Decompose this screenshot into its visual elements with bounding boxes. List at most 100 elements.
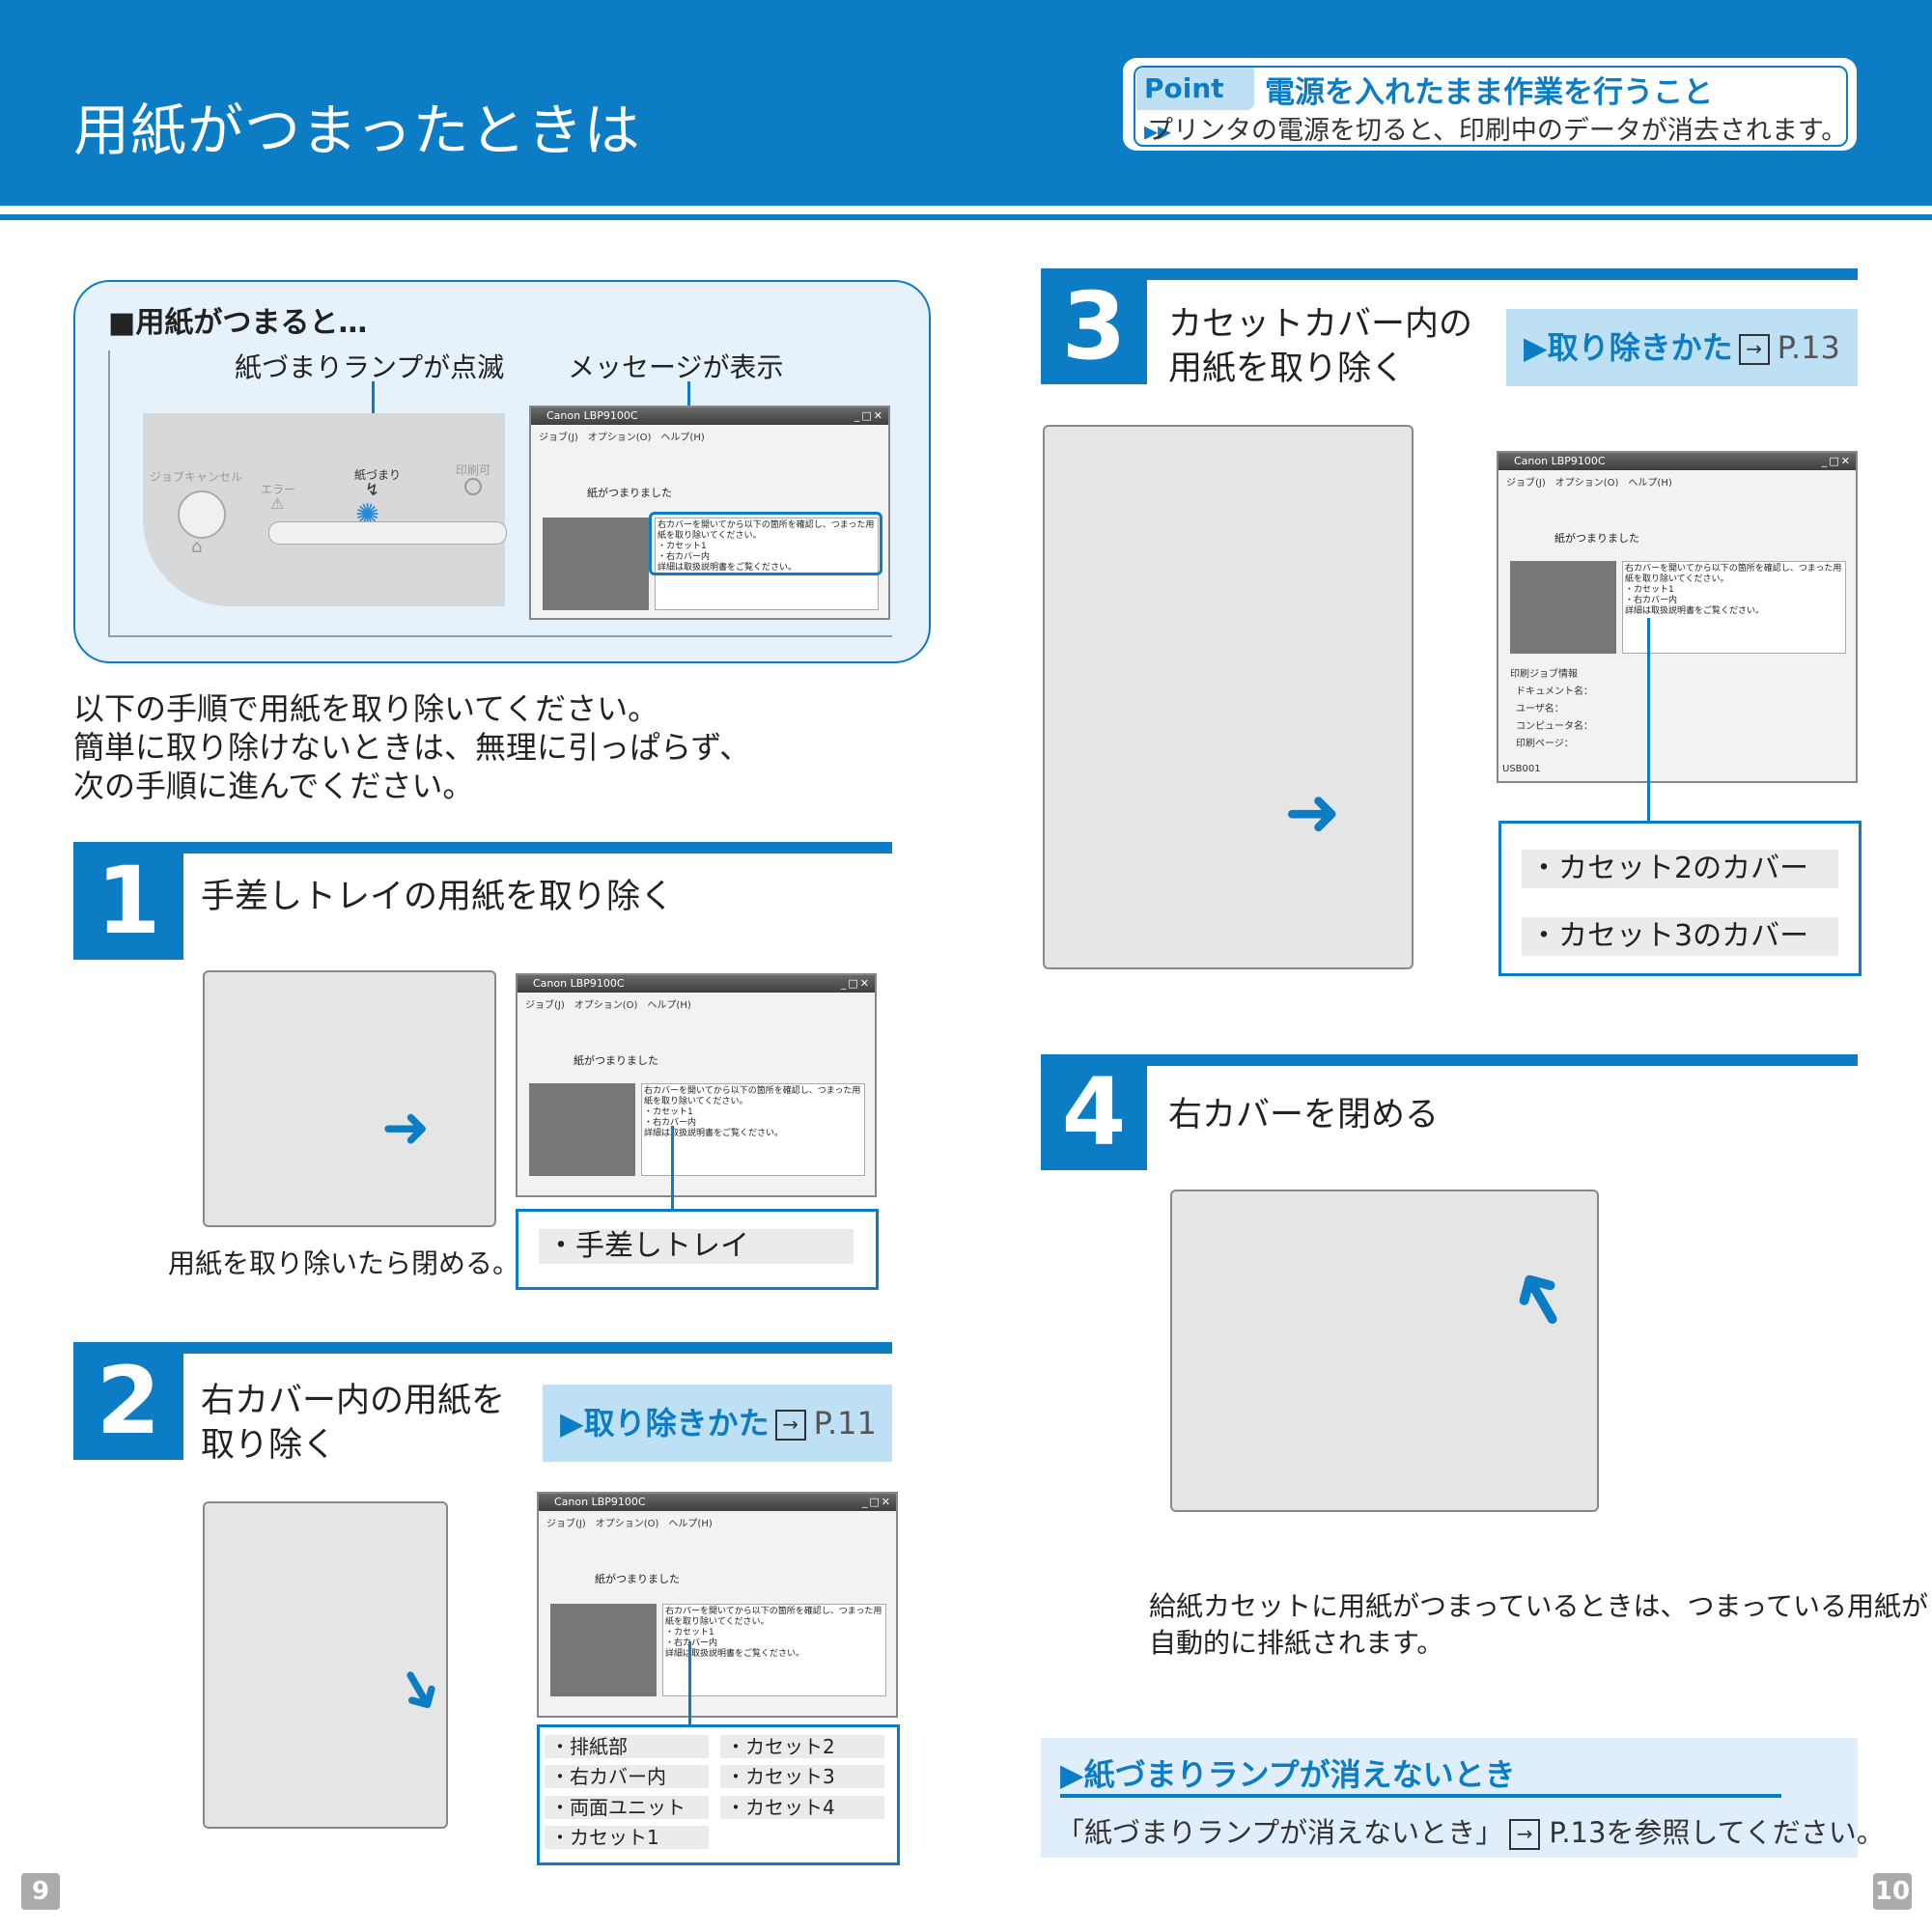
warning-icon: ⚠ [270, 494, 285, 513]
step2-ref-label: ▶取り除きかた [560, 1405, 770, 1442]
manual-feed-tray-illustration [203, 970, 496, 1227]
label-error: エラー [261, 483, 296, 496]
job-cancel-button [178, 490, 226, 539]
label-job-cancel: ジョブキャンセル [150, 470, 243, 484]
step2-ref-page: P.11 [813, 1405, 877, 1442]
dialog-message: 紙がつまりました [574, 1054, 658, 1067]
right-cover-illustration [203, 1501, 448, 1829]
step4-title: 右カバーを閉める [1168, 1096, 1440, 1134]
step3-bar [1041, 268, 1858, 280]
panel-heading: ■用紙がつまると… [108, 306, 368, 340]
step2-title-line2: 取り除く [201, 1426, 337, 1465]
job-info-label: 印刷ジョブ情報 [1510, 669, 1578, 680]
status-dialog-step2: Canon LBP9100C _□✕ ジョブ(J) オプション(O) ヘルプ(H… [537, 1492, 898, 1718]
step3-ref-page: P.13 [1777, 329, 1840, 366]
step1-bar [73, 842, 892, 854]
step2-tag-3: ・右カバー内 [545, 1765, 709, 1788]
step3-pointer [1647, 618, 1650, 823]
step3-tag-1: ・カセット2のカバー [1522, 850, 1838, 888]
label-ready: 印刷可 [456, 463, 491, 477]
step3-number: 3 [1041, 268, 1147, 384]
port-status: USB001 [1502, 764, 1541, 774]
step4-caption-line2: 自動的に排紙されます。 [1149, 1627, 1444, 1659]
dialog-menu: ジョブ(J) オプション(O) ヘルプ(H) [539, 433, 705, 443]
step2-tag-4: ・カセット3 [720, 1765, 884, 1788]
header-rule [0, 214, 1932, 220]
dialog-title: Canon LBP9100C [539, 1494, 896, 1511]
step1-title: 手差しトレイの用紙を取り除く [201, 878, 675, 916]
step2-tag-6: ・カセット4 [720, 1796, 884, 1819]
step1-number: 1 [73, 842, 183, 960]
close-cover-arrow-icon: ➜ [1284, 772, 1341, 852]
step3-reference[interactable]: ▶取り除きかた→P.13 [1506, 309, 1858, 386]
lamp-note-text-before: 「紙づまりランプが消えないとき」 [1056, 1816, 1504, 1849]
dialog-title: Canon LBP9100C [518, 975, 875, 993]
dialog-message: 紙がつまりました [587, 487, 672, 499]
job-field-computer: コンピュータ名： [1516, 721, 1593, 732]
printer-thumbnail [550, 1604, 657, 1696]
job-field-user: ユーザ名： [1516, 704, 1564, 714]
window-buttons[interactable]: _□✕ [840, 977, 871, 990]
page-number-right: 10 [1873, 1873, 1912, 1910]
step4-number: 4 [1041, 1054, 1147, 1170]
lamp-note-rule [1060, 1794, 1781, 1798]
dialog-detail: 右カバーを開いてから以下の箇所を確認し、つまった用紙を取り除いてください。 ・カ… [641, 1083, 865, 1176]
step2-tag-1: ・排紙部 [545, 1735, 709, 1758]
step2-tag-2: ・カセット2 [720, 1735, 884, 1758]
step2-reference[interactable]: ▶取り除きかた→P.11 [543, 1385, 892, 1462]
step4-bar [1041, 1054, 1858, 1066]
callout-message: メッセージが表示 [568, 351, 784, 383]
jam-icon: ↯ [365, 480, 380, 500]
step1-caption: 用紙を取り除いたら閉める。 [168, 1247, 520, 1279]
remove-arrow-icon: ➜ [381, 1094, 431, 1162]
page-link-icon: → [774, 1410, 806, 1441]
step2-bar [73, 1342, 892, 1354]
step1-tag: ・手差しトレイ [539, 1229, 854, 1264]
window-buttons[interactable]: _□✕ [1821, 455, 1852, 467]
lamp-note-text[interactable]: 「紙づまりランプが消えないとき」→ P.13を参照してください。 [1056, 1810, 1885, 1851]
intro-line3: 次の手順に進んでください。 [73, 768, 474, 804]
status-dialog-step3: Canon LBP9100C _□✕ ジョブ(J) オプション(O) ヘルプ(H… [1497, 451, 1858, 783]
window-buttons[interactable]: _□✕ [854, 409, 884, 422]
dialog-menu: ジョブ(J) オプション(O) ヘルプ(H) [546, 1519, 713, 1529]
dialog-menu: ジョブ(J) オプション(O) ヘルプ(H) [525, 1000, 691, 1011]
dialog-detail: 右カバーを開いてから以下の箇所を確認し、つまった用紙を取り除いてください。 ・カ… [662, 1604, 886, 1696]
intro-line1: 以下の手順で用紙を取り除いてください。 [73, 690, 659, 727]
job-field-pages: 印刷ページ： [1516, 739, 1574, 749]
step2-title-line1: 右カバー内の用紙を [201, 1382, 506, 1420]
step2-pointer [688, 1641, 691, 1724]
lamp-note-box [1041, 1738, 1858, 1858]
step3-title-line1: カセットカバー内の [1168, 305, 1473, 344]
lamp-note-heading: ▶紙づまりランプが消えないとき [1060, 1756, 1516, 1793]
page-number-left: 9 [21, 1873, 60, 1910]
ready-lamp-icon [464, 478, 482, 495]
point-heading: 電源を入れたまま作業を行うこと [1265, 75, 1714, 110]
step3-title-line2: 用紙を取り除く [1168, 350, 1406, 388]
lamp-track [268, 521, 507, 545]
step3-tag-2: ・カセット3のカバー [1522, 917, 1838, 956]
step1-pointer [671, 1126, 674, 1209]
dialog-title: Canon LBP9100C [531, 407, 888, 425]
close-right-cover-illustration [1170, 1190, 1599, 1512]
dialog-title: Canon LBP9100C [1498, 453, 1856, 470]
status-dialog-step1: Canon LBP9100C _□✕ ジョブ(J) オプション(O) ヘルプ(H… [516, 973, 877, 1197]
dialog-menu: ジョブ(J) オプション(O) ヘルプ(H) [1506, 478, 1672, 489]
page-link-icon: → [1738, 334, 1770, 365]
panel-frame [108, 350, 892, 637]
cassette-cover-illustration [1043, 425, 1414, 969]
dialog-message: 紙がつまりました [1554, 532, 1639, 545]
label-jam: 紙づまり [354, 468, 402, 482]
point-text: プリンタの電源を切ると、印刷中のデータが消去されます。 [1147, 116, 1848, 146]
printer-thumbnail [1510, 561, 1616, 654]
intro-line2: 簡単に取り除けないときは、無理に引っぱらず、 [73, 729, 751, 766]
dialog-detail: 右カバーを開いてから以下の箇所を確認し、つまった用紙を取り除いてください。 ・カ… [1622, 561, 1846, 654]
home-icon: ⌂ [191, 537, 203, 557]
message-highlight [649, 512, 882, 575]
job-field-document: ドキュメント名： [1516, 686, 1593, 697]
window-buttons[interactable]: _□✕ [861, 1496, 892, 1508]
step4-caption-line1: 給紙カセットに用紙がつまっているときは、つまっている用紙が [1149, 1590, 1928, 1622]
step2-tag-5: ・両面ユニット [545, 1796, 709, 1819]
lamp-note-text-after: P.13を参照してください。 [1549, 1816, 1885, 1849]
page-title: 用紙がつまったときは [73, 98, 641, 163]
step2-tag-7: ・カセット1 [545, 1826, 709, 1849]
